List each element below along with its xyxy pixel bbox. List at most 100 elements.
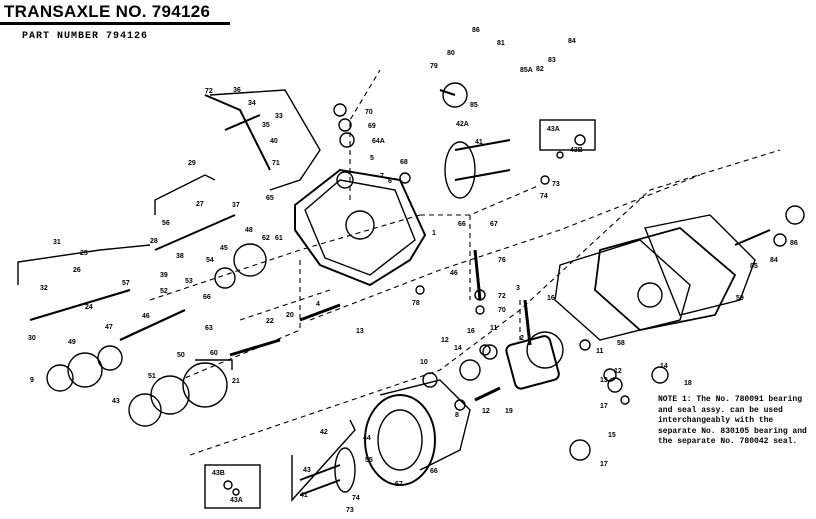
callout-66-right: 66 xyxy=(458,221,466,228)
gear-86 xyxy=(785,205,805,225)
page-title: TRANSAXLE NO. 794126 xyxy=(4,2,211,21)
part-number-label: PART NUMBER 794126 xyxy=(22,31,149,42)
gear-9 xyxy=(46,364,74,392)
bearing-seal-note: NOTE 1: The No. 780091 bearing and seal … xyxy=(658,395,807,446)
callout-17: 17 xyxy=(600,403,608,410)
axle-shaft-42a xyxy=(454,139,511,181)
housing-inner-rim xyxy=(304,179,416,276)
callout-78: 78 xyxy=(412,300,420,307)
callout-42: 42 xyxy=(320,429,328,436)
callout-8: 8 xyxy=(455,412,459,419)
callout-52: 52 xyxy=(160,288,168,295)
callout-19: 19 xyxy=(505,408,513,415)
callout-16: 16 xyxy=(547,295,555,302)
callout-12: 12 xyxy=(441,337,449,344)
callout-82: 82 xyxy=(536,66,544,73)
callout-14-right: 14 xyxy=(660,363,668,370)
callout-85-right: 85 xyxy=(750,263,758,270)
callout-21: 21 xyxy=(232,378,240,385)
shaft-27 xyxy=(154,214,236,251)
callout-31: 31 xyxy=(53,239,61,246)
axle-flange xyxy=(334,447,356,493)
shaft-63 xyxy=(229,338,281,357)
callout-41: 41 xyxy=(475,139,483,146)
gear-14 xyxy=(459,359,481,381)
callout-66-lower: 66 xyxy=(430,468,438,475)
callout-30: 30 xyxy=(28,335,36,342)
callout-79: 79 xyxy=(430,63,438,70)
callout-64A: 64A xyxy=(372,138,385,145)
callout-73-lower: 73 xyxy=(346,507,354,514)
bearing-11 xyxy=(482,344,498,360)
callout-56: 56 xyxy=(162,220,170,227)
gear-51 xyxy=(150,375,190,415)
callout-35: 35 xyxy=(262,122,270,129)
washer-70 xyxy=(333,103,347,117)
callout-13: 13 xyxy=(356,328,364,335)
callout-68: 68 xyxy=(400,159,408,166)
callout-80: 80 xyxy=(447,50,455,57)
transaxle-case-housing xyxy=(294,168,427,287)
cover-plate-58 xyxy=(644,214,756,316)
callout-50: 50 xyxy=(177,352,185,359)
callout-17-lower: 17 xyxy=(600,461,608,468)
title-underline xyxy=(0,22,230,25)
gasket-60 xyxy=(554,239,691,341)
bracket-42 xyxy=(291,419,356,502)
inset-box-43b-43a xyxy=(204,464,261,509)
axle-42a-flange xyxy=(444,141,476,199)
inset-pin-43a-lower xyxy=(232,488,240,496)
disc-65 xyxy=(442,82,468,108)
callout-34: 34 xyxy=(248,100,256,107)
callout-25: 25 xyxy=(80,250,88,257)
callout-85: 85 xyxy=(470,102,478,109)
gear-50 xyxy=(182,362,228,408)
callout-83: 83 xyxy=(548,57,556,64)
callout-36: 36 xyxy=(233,87,241,94)
callout-47: 47 xyxy=(105,324,113,331)
washer-17-right xyxy=(620,395,630,405)
callout-24: 24 xyxy=(85,304,93,311)
callout-70-right: 70 xyxy=(498,307,506,314)
inset-box-43a-43b xyxy=(539,119,596,151)
washer-72 xyxy=(474,289,486,301)
callout-81: 81 xyxy=(497,40,505,47)
bearing-13 xyxy=(607,377,623,393)
callout-22: 22 xyxy=(266,318,274,325)
washer-8 xyxy=(454,399,466,411)
callout-46: 46 xyxy=(142,313,150,320)
bracket-36 xyxy=(209,89,321,191)
differential-carrier xyxy=(505,335,560,390)
callout-6: 6 xyxy=(388,178,392,185)
cover-bore xyxy=(637,282,663,308)
shaft-32 xyxy=(29,288,131,322)
callout-43B-lower: 43B xyxy=(212,470,225,477)
callout-43: 43 xyxy=(112,398,120,405)
callout-43A: 43A xyxy=(547,126,560,133)
callout-39: 39 xyxy=(160,272,168,279)
plug-78 xyxy=(415,285,425,295)
callout-66: 66 xyxy=(203,294,211,301)
axle-housing-flange xyxy=(379,379,471,471)
callout-11-right: 11 xyxy=(596,348,604,355)
axle-shaft-42 xyxy=(299,464,341,496)
callout-7: 7 xyxy=(380,173,384,180)
callout-67-lower: 67 xyxy=(395,481,403,488)
washer-69 xyxy=(338,118,352,132)
callout-60: 60 xyxy=(210,350,218,357)
callout-51: 51 xyxy=(148,373,156,380)
inset-pin-43a xyxy=(556,151,564,159)
bracket-29 xyxy=(154,174,216,215)
callout-32: 32 xyxy=(40,285,48,292)
washer-11-right xyxy=(579,339,591,351)
callout-2: 2 xyxy=(520,335,524,342)
callout-53: 53 xyxy=(185,278,193,285)
callout-71: 71 xyxy=(272,160,280,167)
shaft-85 xyxy=(734,229,771,246)
washer-70-lower xyxy=(475,305,485,315)
callout-27: 27 xyxy=(196,201,204,208)
callout-48: 48 xyxy=(245,227,253,234)
callout-11: 11 xyxy=(490,325,498,332)
housing-bore xyxy=(345,210,375,240)
